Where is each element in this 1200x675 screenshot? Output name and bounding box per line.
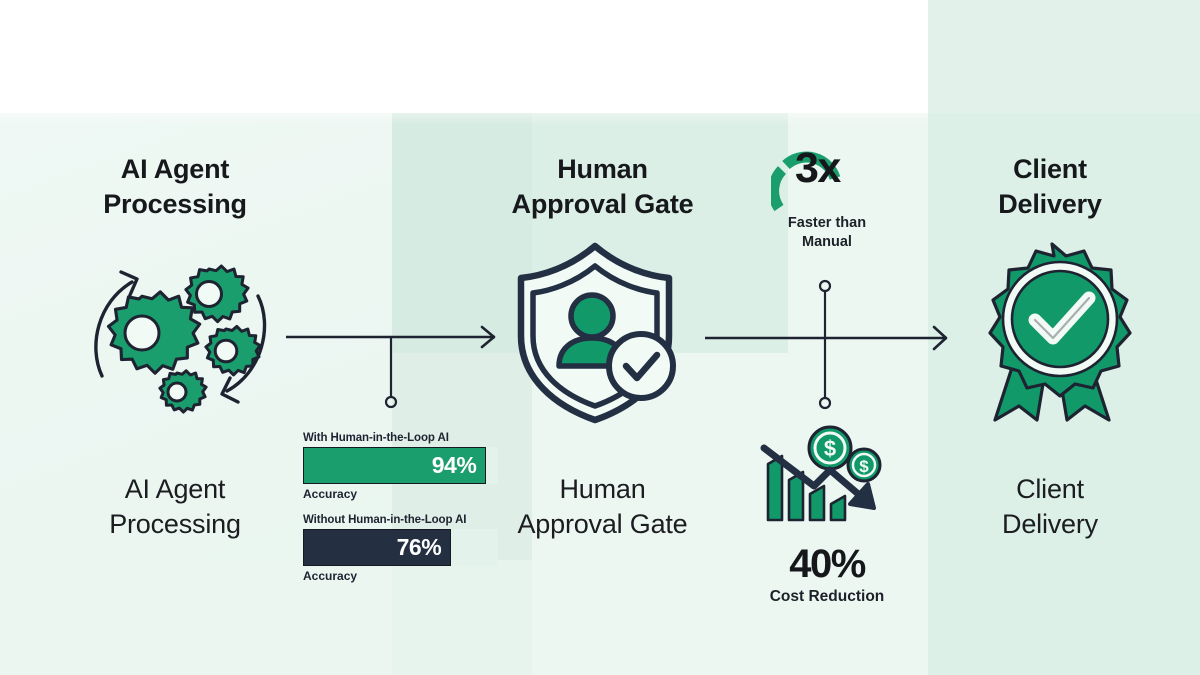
- speed-metric-caption: Faster than Manual: [757, 214, 897, 252]
- stage-caption-human-approval-gate: Human Approval Gate: [470, 472, 735, 542]
- background-fade: [0, 95, 928, 125]
- svg-text:$: $: [859, 457, 869, 476]
- cost-metric-value: 40%: [789, 542, 866, 586]
- stage-caption-line1: Human: [559, 474, 646, 504]
- accuracy-comparison-chart: With Human-in-the-Loop AI 94% Accuracy W…: [303, 432, 498, 583]
- stage-title-line2: Approval Gate: [511, 189, 694, 219]
- stage-caption-line2: Processing: [109, 509, 241, 539]
- bar-label-with-hitl: With Human-in-the-Loop AI: [303, 432, 449, 444]
- stage-caption-ai-agent-processing: AI Agent Processing: [60, 472, 290, 542]
- stage-caption-line1: AI Agent: [124, 474, 226, 504]
- cost-metric-caption: Cost Reduction: [769, 588, 885, 605]
- stage-title-client-delivery: Client Delivery: [935, 152, 1165, 222]
- stage-title-line1: Client: [1013, 154, 1087, 184]
- bar-label-without-hitl: Without Human-in-the-Loop AI: [303, 514, 467, 526]
- stage-caption-line1: Client: [1016, 474, 1084, 504]
- shield-person-check-icon: [517, 242, 676, 424]
- svg-text:$: $: [824, 436, 836, 461]
- bar-value-without-hitl: 76%: [396, 534, 442, 560]
- stage-caption-line2: Approval Gate: [517, 509, 688, 539]
- arc-gauge-icon: [771, 151, 841, 212]
- speed-caption-line2: Manual: [802, 234, 852, 250]
- stage-title-line2: Delivery: [998, 189, 1102, 219]
- declining-bar-chart-dollar-icon: $ $: [760, 425, 882, 522]
- bar-track-without-hitl: 76%: [303, 529, 498, 566]
- stage-caption-line2: Delivery: [1002, 509, 1098, 539]
- background-white-band: [0, 0, 928, 113]
- bar-track-with-hitl: 94%: [303, 447, 498, 484]
- stage-title-line1: AI Agent: [120, 154, 230, 184]
- stage-caption-client-delivery: Client Delivery: [935, 472, 1165, 542]
- bar-caption-with-hitl: Accuracy: [303, 487, 358, 501]
- connector-arrow-1: [286, 325, 496, 409]
- award-ribbon-check-icon: [988, 242, 1132, 422]
- background-tint-lower: [0, 560, 928, 675]
- connector-arrow-2: [705, 279, 948, 410]
- cost-metric: $ $ 40% Cost Reduction: [752, 424, 902, 606]
- bar-caption-without-hitl: Accuracy: [303, 569, 358, 583]
- stage-title-ai-agent-processing: AI Agent Processing: [60, 152, 290, 222]
- bar-value-with-hitl: 94%: [431, 452, 477, 478]
- speed-metric: 3x Faster than Manual: [757, 144, 897, 252]
- speed-caption-line1: Faster than: [787, 215, 867, 231]
- speed-metric-value: 3x: [795, 144, 841, 192]
- stage-title-line1: Human: [557, 154, 648, 184]
- stage-title-human-approval-gate: Human Approval Gate: [470, 152, 735, 222]
- bar-fill-without-hitl: 76%: [303, 529, 452, 566]
- bar-fill-with-hitl: 94%: [303, 447, 487, 484]
- stage-title-line2: Processing: [103, 189, 247, 219]
- gears-icon: [94, 264, 267, 414]
